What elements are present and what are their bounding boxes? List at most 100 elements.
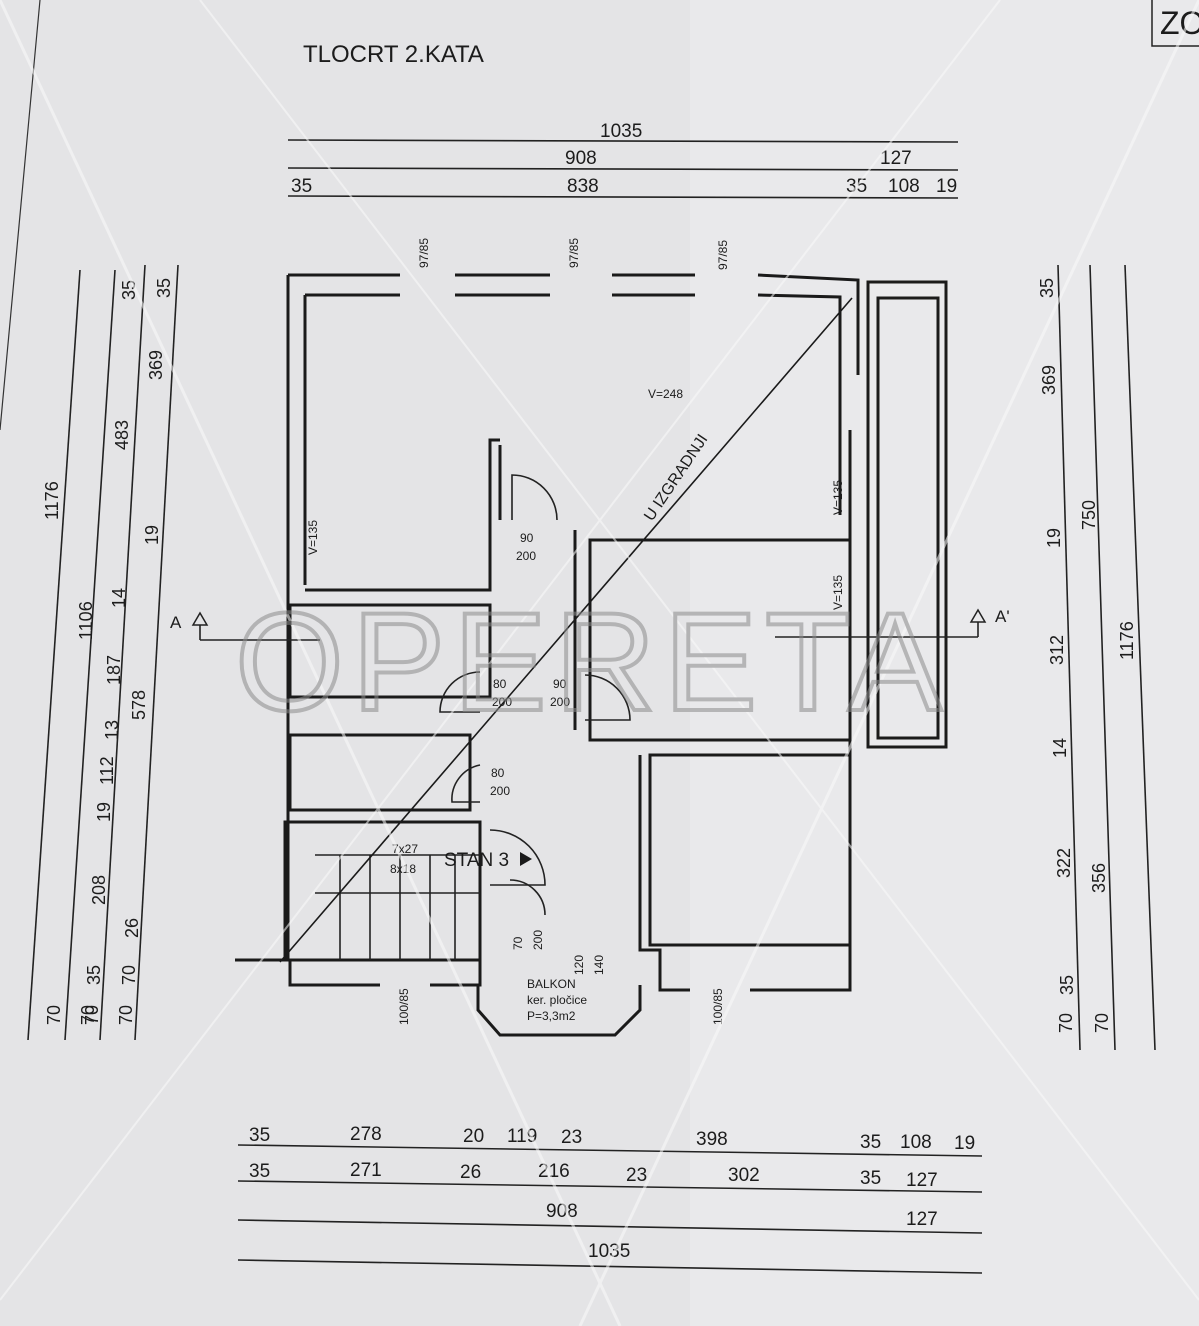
dim-left: 35 (84, 965, 104, 985)
door-height: 200 (490, 784, 510, 798)
dim-left: 483 (112, 420, 132, 450)
stairs-steps: 8x18 (390, 862, 416, 876)
window-size: 100/85 (711, 988, 725, 1025)
door-height: 140 (592, 955, 606, 975)
dim-left: 369 (146, 350, 166, 380)
dim-left: 578 (129, 690, 149, 720)
dim-bottom: 35 (860, 1168, 881, 1189)
plan-title: TLOCRT 2.KATA (303, 41, 484, 68)
dim-left: 19 (94, 802, 114, 822)
dim-bottom: 35 (249, 1125, 270, 1146)
dim-left: 14 (109, 588, 129, 608)
window-size: 97/85 (567, 238, 581, 268)
section-label-a: A (170, 613, 182, 632)
balcony-area: P=3,3m2 (527, 1009, 576, 1023)
dim-right: 70 (1056, 1013, 1076, 1033)
dim-right: 19 (1044, 528, 1064, 548)
dim-top-total: 1035 (600, 121, 642, 142)
dim-left: 1176 (42, 481, 62, 520)
right-dimensions (1057, 264, 1156, 1051)
dim-bottom: 35 (249, 1161, 270, 1182)
dim-bottom: 271 (350, 1160, 382, 1181)
dim-top: 35 (291, 176, 312, 197)
dim-right: 750 (1079, 500, 1099, 530)
bottom-dimensions (237, 1144, 983, 1274)
door-swings (439, 474, 631, 916)
door-width: 70 (511, 936, 525, 950)
watermark-text: OPERETA (235, 583, 950, 740)
section-line-a-prime (775, 622, 979, 638)
door-width: 90 (553, 677, 567, 691)
window-size: 100/85 (397, 988, 411, 1025)
entrance-arrow-icon (520, 852, 532, 866)
door-width: 80 (493, 677, 507, 691)
dim-left: 19 (142, 525, 162, 545)
stairs (315, 854, 480, 960)
unit-label: STAN 3 (444, 850, 509, 871)
dim-left: 208 (89, 875, 109, 905)
dim-left: 70 (44, 1005, 64, 1025)
dim-left: 35 (154, 278, 174, 298)
dim-bottom: 127 (906, 1209, 938, 1230)
dim-bottom: 127 (906, 1170, 938, 1191)
dim-bottom: 20 (463, 1126, 484, 1147)
dim-right: 356 (1089, 863, 1109, 893)
dim-left: 112 (97, 756, 117, 785)
dim-top: 127 (880, 148, 912, 169)
room-height-label: V=135 (306, 520, 320, 555)
dim-right: 1176 (1117, 621, 1137, 660)
room-height-label: V=248 (648, 387, 683, 401)
window-size: 97/85 (417, 238, 431, 268)
window-size: 97/85 (716, 240, 730, 270)
dim-left: 70 (82, 1005, 102, 1025)
dim-left: 70 (119, 965, 139, 985)
dim-right: 369 (1039, 365, 1059, 395)
door-height: 200 (531, 930, 545, 950)
dim-bottom: 23 (561, 1127, 582, 1148)
door-height: 200 (516, 549, 536, 563)
dim-bottom: 23 (626, 1165, 647, 1186)
door-height: 200 (492, 695, 512, 709)
dim-right: 35 (1037, 278, 1057, 298)
dim-left: 1106 (76, 601, 96, 640)
balcony-material: ker. pločice (527, 993, 587, 1007)
dim-right: 312 (1047, 635, 1067, 665)
left-dimensions (27, 264, 179, 1041)
dim-top: 19 (936, 176, 957, 197)
page-border-line (0, 0, 41, 431)
dim-top: 838 (567, 176, 599, 197)
door-width: 90 (520, 531, 534, 545)
dim-bottom: 278 (350, 1124, 382, 1145)
dim-bottom: 35 (860, 1132, 881, 1153)
door-width: 80 (491, 766, 505, 780)
dim-top: 908 (565, 148, 597, 169)
section-arrow-icon (969, 608, 987, 623)
dim-top: 108 (888, 176, 920, 197)
dim-right: 35 (1057, 975, 1077, 995)
door-width: 120 (572, 955, 586, 975)
construction-diagonal (279, 297, 853, 963)
dim-left: 187 (104, 655, 124, 685)
dim-right: 322 (1054, 848, 1074, 878)
corner-box (1151, 0, 1199, 47)
dim-left: 70 (116, 1005, 136, 1025)
dim-bottom-total: 1035 (588, 1241, 630, 1262)
dim-bottom: 19 (954, 1133, 975, 1154)
room-height-label: V=135 (831, 480, 845, 515)
dim-bottom: 108 (900, 1132, 932, 1153)
dim-right: 14 (1050, 738, 1070, 758)
top-dimensions (287, 139, 959, 199)
door-height: 200 (550, 695, 570, 709)
dim-right: 70 (1092, 1013, 1112, 1033)
dim-bottom: 302 (728, 1165, 760, 1186)
room-height-label: V=135 (831, 575, 845, 610)
section-label-a-prime: A' (995, 607, 1010, 626)
dim-bottom: 26 (460, 1162, 481, 1183)
dim-bottom: 398 (696, 1129, 728, 1150)
dim-left: 70 (78, 1005, 98, 1025)
balcony-name: BALKON (527, 977, 576, 991)
section-arrow-icon (191, 611, 209, 626)
dim-left: 26 (122, 918, 142, 938)
